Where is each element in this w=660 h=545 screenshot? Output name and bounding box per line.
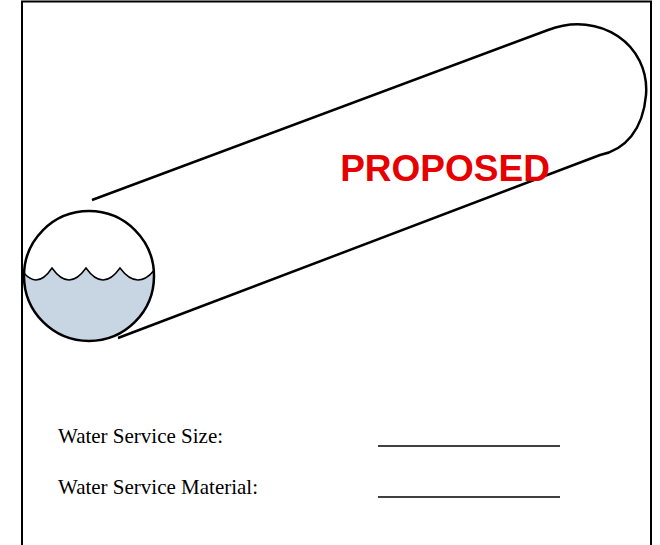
pipe-illustration: [22, 20, 652, 355]
pipe-node: PROPOSED: [22, 20, 652, 355]
blank-line: [378, 445, 560, 447]
water-surface: [22, 268, 156, 280]
blank-line: [378, 496, 560, 498]
field-label: Water Service Material:: [58, 477, 258, 498]
pipe-body: [92, 24, 646, 338]
water-fill: [22, 268, 160, 350]
field-label: Water Service Size:: [58, 426, 223, 447]
status-stamp: PROPOSED: [340, 150, 550, 187]
pipe-end: [24, 211, 154, 341]
